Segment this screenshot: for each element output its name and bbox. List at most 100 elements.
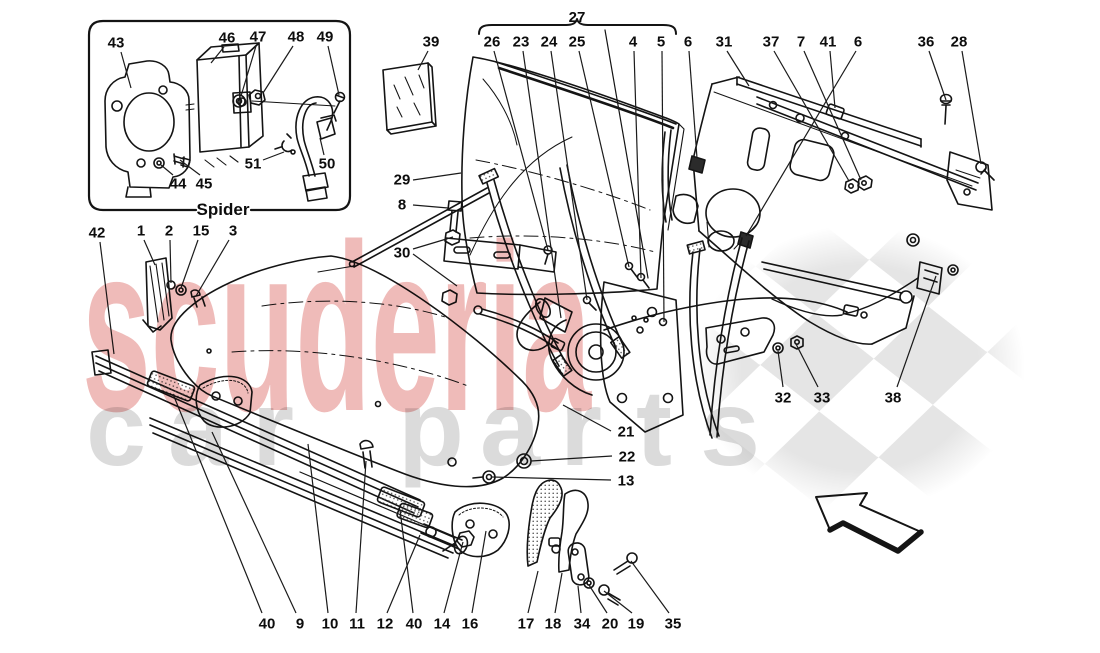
leader-30 (412, 236, 454, 250)
mount-plate-43 (104, 60, 191, 198)
bolt-8 (444, 200, 463, 246)
leader-11 (355, 460, 367, 614)
cable-50 (295, 96, 337, 202)
leader-36 (928, 50, 947, 101)
leader-31 (726, 50, 750, 87)
bolt-11 (359, 439, 374, 469)
callout-9: 9 (296, 616, 304, 633)
leader-45 (179, 159, 201, 176)
leader-8 (412, 204, 449, 209)
latch-assembly (842, 233, 959, 315)
callout-18: 18 (545, 616, 562, 633)
leader-1 (143, 239, 156, 266)
corner-pad-left (195, 375, 253, 428)
leader-14 (443, 541, 464, 614)
leader-26 (493, 50, 549, 251)
leader-9 (211, 431, 297, 614)
leader-43 (120, 51, 132, 89)
callout-27: 27 (569, 9, 586, 26)
callout-20: 20 (602, 616, 619, 633)
callout-12: 12 (377, 616, 394, 633)
callout-15: 15 (193, 223, 210, 240)
link-plate-34 (567, 542, 590, 586)
callout-17: 17 (518, 616, 535, 633)
leader-40 (172, 393, 263, 614)
callout-36: 36 (918, 34, 935, 51)
leader-5 (661, 50, 665, 323)
regulator-right (686, 237, 843, 439)
leader-50 (319, 137, 325, 156)
callout-37: 37 (763, 34, 780, 51)
callout-34: 34 (574, 616, 591, 633)
leader-51 (262, 151, 285, 161)
assembly-axis (251, 100, 336, 107)
bracket-18 (548, 489, 589, 573)
clip-6-upper (688, 155, 706, 174)
ecu-box-46 (185, 42, 264, 168)
leader-29 (412, 172, 462, 181)
callout-35: 35 (665, 616, 682, 633)
washer-13 (472, 470, 496, 484)
stabilizer-link (473, 305, 566, 352)
callout-21: 21 (618, 424, 635, 441)
leader-16 (471, 530, 487, 614)
callout-6: 6 (684, 34, 692, 51)
leader-44 (160, 164, 174, 176)
callout-13: 13 (618, 473, 635, 490)
seal-strips (91, 349, 469, 559)
callout-2: 2 (165, 223, 173, 240)
door-glass-main (170, 255, 540, 488)
upper-bracket-30 (443, 237, 557, 273)
callout-41: 41 (820, 34, 837, 51)
door-glass-upper (461, 56, 685, 296)
glass-run-rail-31 (736, 76, 922, 148)
oval-pad-16 (451, 502, 510, 558)
leader-15 (180, 239, 199, 289)
callout-32: 32 (775, 390, 792, 407)
direction-arrow (815, 492, 924, 554)
nut-48 (248, 89, 266, 106)
callout-33: 33 (814, 390, 831, 407)
callout-10: 10 (322, 616, 339, 633)
screws-44-45 (153, 153, 191, 169)
leader-48 (262, 45, 294, 94)
callout-4: 4 (629, 34, 638, 51)
door-inner-panel (661, 76, 995, 345)
leader-17 (527, 570, 539, 614)
clip-51 (274, 133, 296, 155)
leader-6 (745, 50, 857, 237)
washer-47 (232, 94, 246, 108)
callout-40: 40 (259, 616, 276, 633)
leader-2 (169, 239, 172, 284)
support-arm (761, 261, 913, 304)
leader-42 (99, 241, 115, 355)
callout-44: 44 (170, 176, 187, 193)
bolt-19 (598, 584, 621, 606)
callout-25: 25 (569, 34, 586, 51)
callout-26: 26 (484, 34, 501, 51)
motor-assembly (534, 297, 625, 396)
leader-32 (777, 350, 784, 388)
bracket-17 (526, 479, 563, 567)
leader-20 (588, 584, 608, 614)
callout-19: 19 (628, 616, 645, 633)
leader-23 (522, 50, 562, 319)
screw-49 (333, 91, 346, 114)
leader-13 (491, 476, 612, 481)
leader-33 (795, 343, 819, 388)
leader-34 (577, 585, 582, 614)
callout-23: 23 (513, 34, 530, 51)
nut-30 (441, 289, 458, 306)
callout-6: 6 (854, 34, 862, 51)
callout-14: 14 (434, 616, 451, 633)
callout-45: 45 (196, 176, 213, 193)
callout-31: 31 (716, 34, 733, 51)
inset-title: Spider (197, 200, 250, 219)
callout-24: 24 (541, 34, 558, 51)
callout-49: 49 (317, 29, 334, 46)
leader-46 (210, 46, 225, 64)
leader-37 (773, 50, 850, 182)
